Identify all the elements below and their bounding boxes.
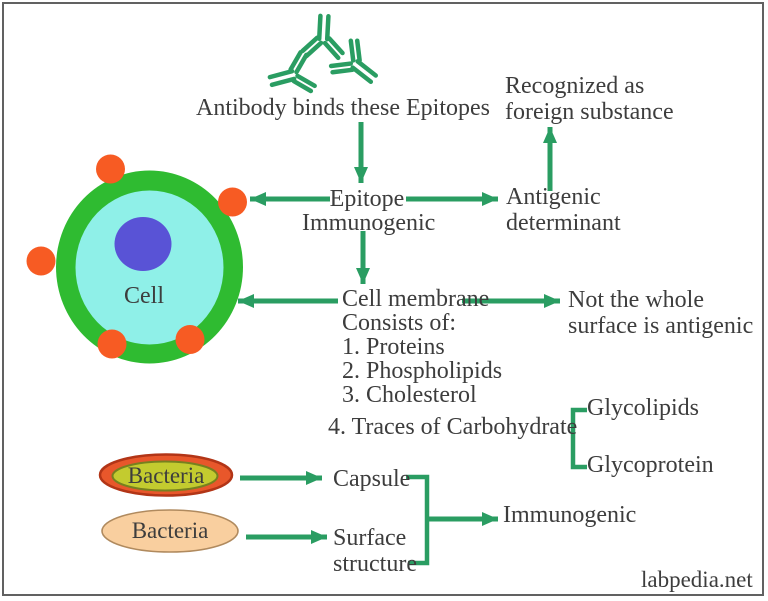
membrane-item: 3. Cholesterol (342, 382, 477, 408)
recognized-line1: Recognized as (505, 73, 645, 99)
capsule-surface-bracket (406, 474, 430, 566)
recognized-line2: foreign substance (505, 99, 674, 125)
bacteria1-body-ellipse (111, 460, 219, 492)
epitope-bump (97, 329, 127, 359)
cell-label: Cell (124, 283, 164, 309)
cell-figure (26, 154, 247, 364)
epitope-line1: Epitope (329, 186, 405, 212)
epitope-bump (26, 246, 56, 276)
membrane-item: 2. Phospholipids (342, 358, 503, 384)
bacteria1-label: Bacteria (127, 463, 205, 488)
antibody-caption: Antibody binds these Epitopes (196, 95, 490, 121)
antibody-icons-group (266, 15, 386, 100)
brackets-group (406, 407, 587, 566)
antibody-icon (302, 15, 344, 58)
antigenic-line1: Antigenic (506, 184, 601, 210)
capsule-label: Capsule (333, 466, 411, 492)
antibody-icon (266, 51, 316, 100)
surface-line1: Surface (333, 525, 407, 551)
antigenic-line2: determinant (506, 210, 621, 236)
epitope-label: Epitope Immunogenic (302, 186, 436, 236)
epitope-line2: Immunogenic (302, 210, 436, 236)
epitope-bumps (26, 154, 247, 359)
watermark: labpedia.net (641, 567, 753, 592)
membrane-item-carbohydrate: 4. Traces of Carbohydrate (328, 414, 578, 440)
epitope-bump (175, 325, 205, 354)
antigenic-label: Antigenic determinant (506, 184, 621, 236)
cell-nucleus (114, 217, 172, 271)
membrane-item: 1. Proteins (342, 334, 445, 360)
surface-line2: structure (333, 551, 417, 577)
membrane-title: Cell membrane (342, 286, 490, 312)
epitope-bump (218, 187, 247, 217)
surface-structure-label: Surface structure (333, 525, 417, 577)
glycoprotein-label: Glycoprotein (587, 452, 714, 478)
epitope-bump (96, 154, 125, 184)
bacteria-figures (98, 453, 239, 553)
bacteria2-body-ellipse (101, 509, 239, 553)
not-whole-line1: Not the whole (568, 287, 704, 313)
glyco-bracket (570, 407, 587, 470)
not-whole-label: Not the whole surface is antigenic (568, 287, 753, 339)
bacteria2-label: Bacteria (131, 518, 209, 543)
immunogenic-label: Immunogenic (503, 502, 637, 528)
glycolipids-label: Glycolipids (587, 395, 699, 421)
arrows-group (238, 122, 560, 545)
not-whole-line2: surface is antigenic (568, 313, 754, 339)
membrane-list: Cell membrane Consists of: 1. Proteins 2… (342, 287, 502, 407)
recognized-label: Recognized as foreign substance (505, 73, 674, 125)
membrane-subtitle: Consists of: (342, 310, 457, 336)
